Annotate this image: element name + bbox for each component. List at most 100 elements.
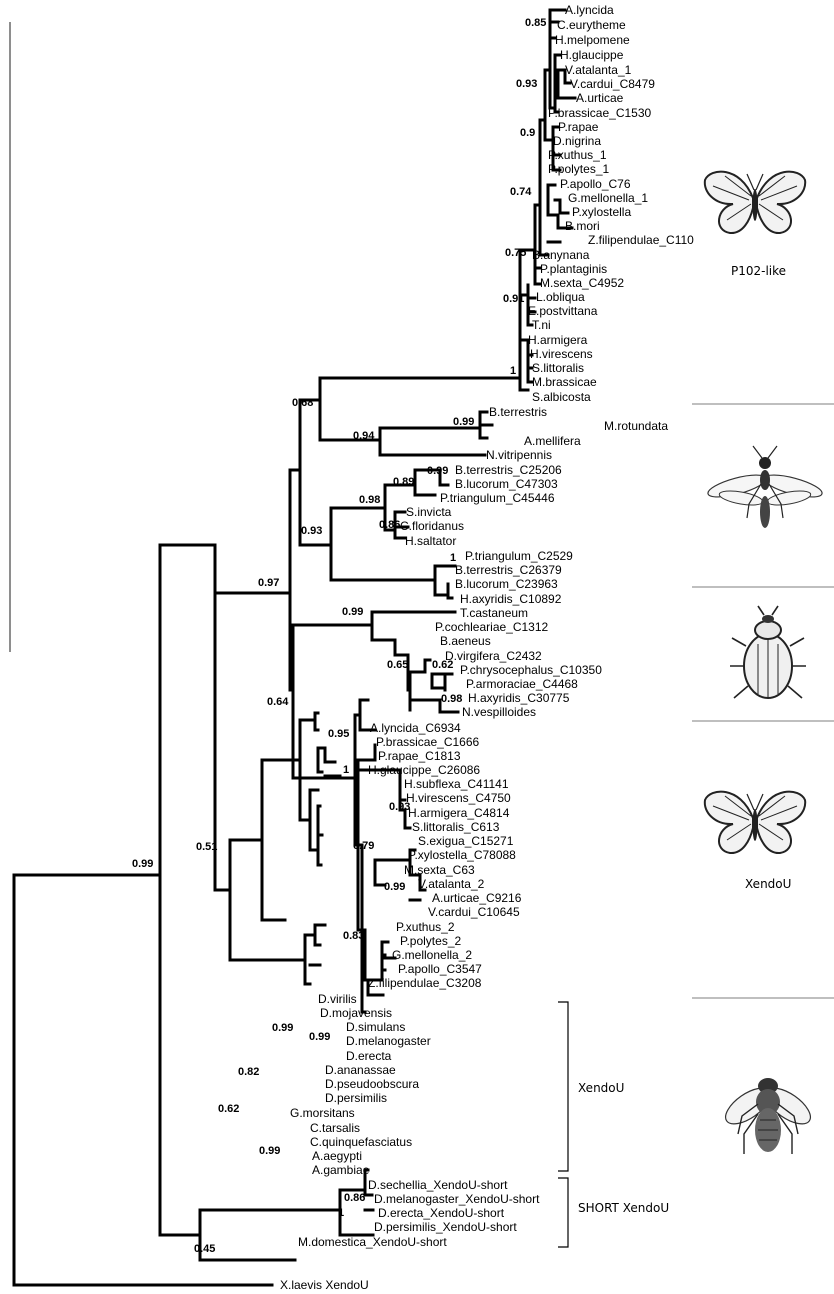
leaf-label: M.sexta_C63 <box>404 863 475 877</box>
support-value: 0.98 <box>359 494 380 506</box>
leaf-label: E.postvittana <box>528 304 598 318</box>
group-label-p102-like: P102-like <box>731 264 786 278</box>
leaf-label: A.urticae <box>576 91 624 105</box>
support-value: 0.79 <box>353 840 374 852</box>
support-value: 0.99 <box>384 881 405 893</box>
butterfly-icon <box>705 792 805 853</box>
leaf-label: D.nigrina <box>553 134 601 148</box>
leaf-label: H.saltator <box>405 534 456 548</box>
leaf-label: D.erecta <box>346 1049 392 1063</box>
support-value: 0.94 <box>353 430 375 442</box>
leaf-label: P.apollo_C76 <box>560 177 631 191</box>
leaf-label: B.lucorum_C23963 <box>455 577 558 591</box>
support-value: 0.89 <box>393 476 414 488</box>
support-value: 0.93 <box>389 801 410 813</box>
leaf-label: H.virescens <box>530 347 593 361</box>
support-value: 0.86 <box>344 1192 365 1204</box>
support-value: 0.93 <box>516 78 537 90</box>
leaf-label: D.virgifera_C2432 <box>445 649 542 663</box>
leaf-label: P.chrysocephalus_C10350 <box>460 663 602 677</box>
leaf-label: P.apollo_C3547 <box>398 962 482 976</box>
support-value: 0.75 <box>505 247 526 259</box>
leaf-label: H.armigera <box>528 333 588 347</box>
leaf-label: H.glaucippe_C26086 <box>368 763 480 777</box>
leaf-label: M.sexta_C4952 <box>540 276 624 290</box>
leaf-label: B.terrestris <box>489 405 547 419</box>
clade-bracket-short <box>558 1178 568 1247</box>
support-value: 0.99 <box>309 1031 330 1043</box>
wasp-icon <box>706 446 824 528</box>
leaf-label: M.rotundata <box>604 419 668 433</box>
support-value: 0.9 <box>520 127 535 139</box>
group-label-short-xendou: SHORT XendoU <box>578 1201 669 1215</box>
support-value: 0.99 <box>272 1022 293 1034</box>
leaf-label: P.polytes_2 <box>400 934 461 948</box>
leaf-label: B.terrestris_C25206 <box>455 463 562 477</box>
leaf-label: Z.filipendulae_C110 <box>588 233 694 247</box>
leaf-label: D.sechellia_XendoU-short <box>368 1178 508 1192</box>
fly-icon <box>720 1078 816 1154</box>
support-value: 0.99 <box>342 606 363 618</box>
leaf-label: P.cochleariae_C1312 <box>435 620 549 634</box>
leaf-label: P.rapae_C1813 <box>378 749 461 763</box>
leaf-label: G.morsitans <box>290 1106 355 1120</box>
leaf-label: D.persimilis <box>325 1091 387 1105</box>
support-value: 0.97 <box>258 577 279 589</box>
leaf-label: P.rapae <box>558 120 599 134</box>
support-value: 0.83 <box>343 930 364 942</box>
support-value: 0.99 <box>427 465 448 477</box>
leaf-label: N.vespilloides <box>462 705 536 719</box>
leaf-label: P.brassicae_C1666 <box>376 735 480 749</box>
leaf-label: P.xylostella <box>572 205 631 219</box>
leaf-label: B.terrestris_C26379 <box>455 563 562 577</box>
leaf-label: M.brassicae <box>532 375 597 389</box>
tree-branches <box>14 10 575 1285</box>
leaf-label: D.pseudoobscura <box>325 1077 419 1091</box>
leaf-label: P.brassicae_C1530 <box>548 106 652 120</box>
leaf-label: C.quinquefasciatus <box>310 1135 412 1149</box>
leaf-label: S.littoralis <box>532 361 584 375</box>
leaf-label: D.melanogaster <box>346 1034 431 1048</box>
support-value: 0.51 <box>196 841 217 853</box>
leaf-label: Z.filipendulae_C3208 <box>368 976 482 990</box>
support-value: 1 <box>510 365 516 377</box>
leaf-label: L.obliqua <box>536 290 585 304</box>
support-value: 0.45 <box>194 1243 215 1255</box>
support-value: 0.99 <box>132 858 153 870</box>
support-value: 0.95 <box>328 728 349 740</box>
leaf-label: S.albicosta <box>532 390 591 404</box>
leaf-label: H.axyridis_C10892 <box>460 592 562 606</box>
leaf-label: P.polytes_1 <box>548 162 609 176</box>
leaf-label: P.triangulum_C2529 <box>465 549 573 563</box>
support-value: 0.74 <box>510 186 532 198</box>
leaf-label: A.aegypti <box>312 1149 362 1163</box>
leaf-label: H.virescens_C4750 <box>406 791 511 805</box>
leaf-label: H.melpomene <box>555 33 630 47</box>
leaf-label: V.cardui_C8479 <box>570 77 655 91</box>
leaf-label: V.cardui_C10645 <box>428 905 520 919</box>
leaf-label: H.glaucippe <box>560 48 624 62</box>
support-value: 0.62 <box>218 1103 239 1115</box>
leaf-label: G.mellonella_1 <box>568 191 648 205</box>
leaf-label: D.persimilis_XendoU-short <box>374 1220 517 1234</box>
leaf-label: P.xylostella_C78088 <box>408 848 516 862</box>
support-value: 0.86 <box>379 519 400 531</box>
leaf-label: B.lucorum_C47303 <box>455 477 558 491</box>
leaf-label: T.ni <box>532 318 551 332</box>
leaf-label: V.atalanta_1 <box>565 63 632 77</box>
leaf-label: S.littoralis_C613 <box>412 820 500 834</box>
leaf-label: P.armoraciae_C4468 <box>466 677 578 691</box>
leaf-labels: A.lyncida C.eurytheme H.melpomene H.glau… <box>280 3 694 1292</box>
support-value: 0.68 <box>292 397 313 409</box>
leaf-label: P.xuthus_1 <box>548 148 607 162</box>
support-value: 0.99 <box>259 1145 280 1157</box>
leaf-label: D.ananassae <box>325 1063 396 1077</box>
leaf-label: C.tarsalis <box>310 1121 360 1135</box>
leaf-label: S.invicta <box>406 505 452 519</box>
leaf-label: D.mojavensis <box>320 1006 392 1020</box>
clade-bracket-xendou <box>558 1002 568 1171</box>
leaf-label: H.subflexa_C41141 <box>404 777 509 791</box>
leaf-label: A.lyncida_C6934 <box>370 721 461 735</box>
leaf-label: P.triangulum_C45446 <box>440 491 555 505</box>
